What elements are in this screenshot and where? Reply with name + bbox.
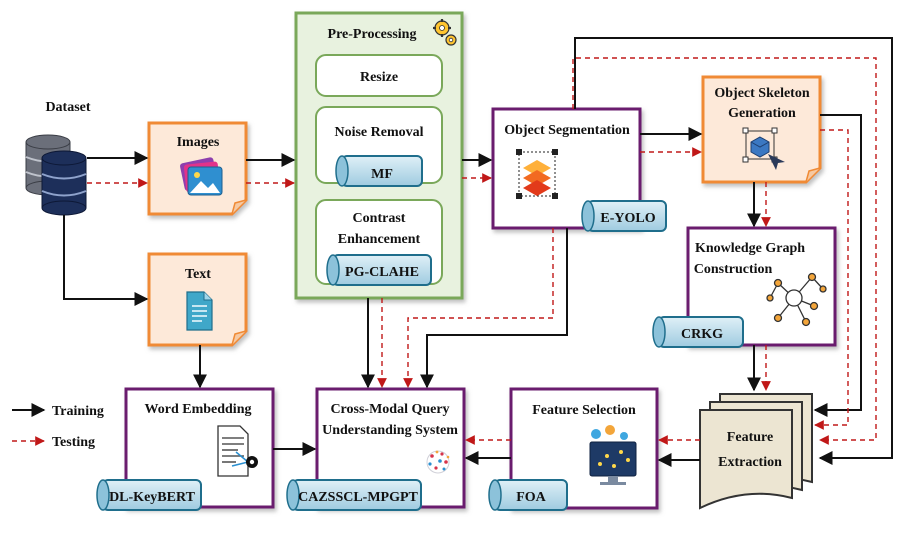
dataset-label: Dataset [45,100,90,115]
network-graph-icon [766,272,827,327]
dl-keybert-tag-label: DL-KeyBERT [109,490,196,505]
document-icon [186,291,213,331]
pgclahe-tag-label: PG-CLAHE [345,265,419,280]
object-segmentation-label: Object Segmentation [504,123,630,138]
images-node: Images [147,121,248,216]
legend: Training Testing [12,403,104,450]
cross-modal-label-line1: Cross-Modal Query [330,402,449,417]
eyolo-tag-label: E-YOLO [600,211,655,226]
cazsscl-tag: CAZSSCL-MPGPT [286,479,422,511]
legend-testing-label: Testing [52,435,95,450]
cube-select-icon [742,127,785,170]
feature-selection-label: Feature Selection [532,403,636,418]
mf-tag: MF [335,155,423,187]
knowledge-graph-label-line2: Construction [694,262,773,277]
knowledge-graph-label-line1: Knowledge Graph [695,241,805,256]
dataset-node: Dataset [25,100,91,216]
feature-extraction-label-line2: Extraction [718,455,782,470]
pgclahe-tag: PG-CLAHE [326,254,432,286]
neural-sphere-icon [426,450,450,474]
word-embedding-label: Word Embedding [145,402,252,417]
mf-tag-label: MF [371,167,393,182]
eyolo-tag: E-YOLO [581,200,667,232]
legend-training-label: Training [52,404,104,419]
feature-extraction-label-line1: Feature [727,430,773,445]
gears-icon [433,19,457,46]
foa-tag: FOA [488,479,568,511]
layers-selection-icon [516,149,558,199]
contrast-label-line2: Enhancement [338,232,421,247]
crkg-tag: CRKG [652,316,744,348]
cazsscl-tag-label: CAZSSCL-MPGPT [298,490,418,505]
text-label: Text [185,267,211,282]
foa-tag-label: FOA [516,490,546,505]
document-embedding-icon [217,425,258,477]
contrast-label-line1: Contrast [353,211,406,226]
training-arrows [63,37,893,467]
object-skeleton-node: Object Skeleton Generation [701,75,822,184]
feature-extraction-node: Feature Extraction [699,393,813,510]
resize-label: Resize [360,70,398,85]
dl-keybert-tag: DL-KeyBERT [96,479,202,511]
object-skeleton-label-line2: Generation [728,106,796,121]
cross-modal-label-line2: Understanding System [322,423,458,438]
preprocessing-title: Pre-Processing [328,27,417,42]
database-icon [25,134,87,216]
noise-removal-label: Noise Removal [334,125,423,140]
text-node: Text [147,252,248,347]
image-gallery-icon [180,157,223,196]
crkg-tag-label: CRKG [681,327,723,342]
images-label: Images [177,135,220,150]
monitor-chart-icon [589,425,637,485]
object-skeleton-label-line1: Object Skeleton [714,86,809,101]
testing-arrows [87,57,877,445]
